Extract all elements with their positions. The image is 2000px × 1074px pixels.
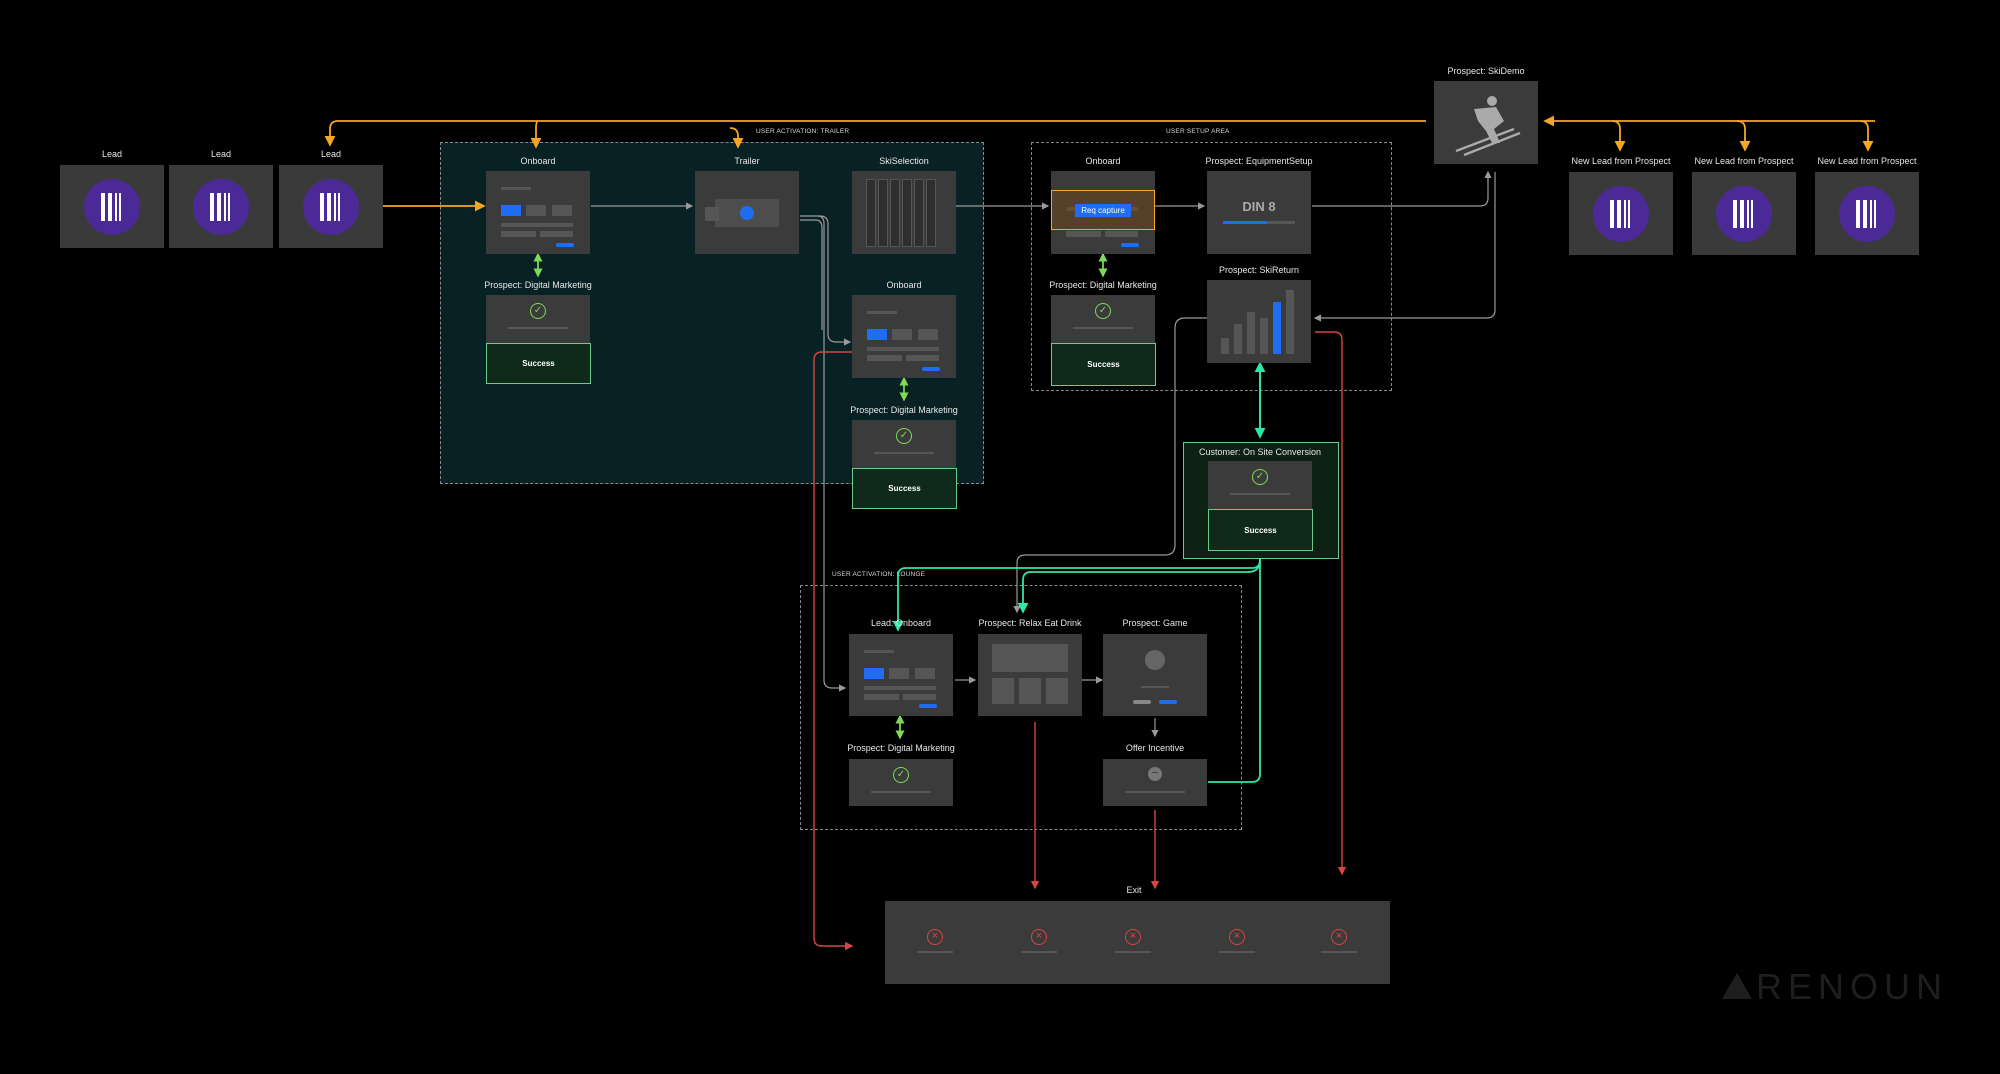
node-label-equipment: Prospect: EquipmentSetup	[1205, 156, 1313, 166]
node-equipment[interactable]: DIN 8	[1207, 171, 1311, 254]
node-label-offer: Offer Incentive	[1125, 743, 1185, 753]
lead-logo-icon	[193, 178, 249, 235]
new-lead-card-2[interactable]	[1692, 172, 1796, 255]
lead-label-3: Lead	[320, 149, 342, 159]
check-icon: ✓	[1095, 303, 1111, 319]
lead-logo-icon	[1839, 185, 1895, 242]
node-label-dm4: Prospect: Digital Marketing	[847, 743, 955, 753]
req-capture-overlay[interactable]: Req capture	[1051, 190, 1155, 230]
din-value: DIN 8	[1242, 199, 1276, 214]
group-label-setup: USER SETUP AREA	[1166, 128, 1230, 135]
node-label-onboard1: Onboard	[520, 156, 556, 166]
node-label-dm1: Prospect: Digital Marketing	[484, 280, 592, 290]
node-onboard2[interactable]	[852, 295, 956, 378]
wire-skidemo-top	[324, 120, 1426, 147]
lead-logo-icon	[303, 178, 359, 235]
wire-top-to-trailer	[729, 127, 744, 149]
success-box-3: Success	[1051, 343, 1156, 386]
check-icon: ✓	[530, 303, 546, 319]
exit-x-icon: ×	[1031, 929, 1047, 945]
node-game[interactable]	[1103, 634, 1207, 716]
node-trailer[interactable]	[695, 171, 799, 254]
success-box-4: Success	[1208, 509, 1313, 551]
play-icon	[740, 206, 754, 220]
lead-label-1: Lead	[101, 149, 123, 159]
node-onboard1[interactable]	[486, 171, 590, 254]
node-label-lead-onboard: Lead: Onboard	[870, 618, 932, 628]
skier-icon	[1455, 96, 1521, 157]
node-label-conversion: Customer: On Site Conversion	[1198, 447, 1322, 457]
new-lead-card-1[interactable]	[1569, 172, 1673, 255]
exit-x-icon: ×	[1229, 929, 1245, 945]
group-label-lounge: USER ACTIVATION: LOUNGE	[832, 571, 926, 578]
brand-watermark: RENOUN	[1722, 966, 1948, 1008]
node-label-onboard2: Onboard	[886, 280, 922, 290]
node-offer[interactable]: −	[1103, 759, 1207, 806]
node-label-skidemo: Prospect: SkiDemo	[1447, 66, 1525, 76]
node-label-game: Prospect: Game	[1122, 618, 1188, 628]
node-exit[interactable]: × × × × ×	[885, 901, 1390, 984]
node-dm2[interactable]: ✓	[852, 420, 956, 468]
group-user-activation-lounge	[800, 585, 1242, 830]
node-dm1[interactable]: ✓	[486, 295, 590, 343]
group-user-setup-area	[1031, 142, 1392, 391]
node-label-dm2: Prospect: Digital Marketing	[850, 405, 958, 415]
group-label-trailer: USER ACTIVATION: TRAILER	[756, 128, 850, 135]
new-lead-label-3: New Lead from Prospect	[1817, 156, 1917, 166]
exit-x-icon: ×	[1331, 929, 1347, 945]
node-relax[interactable]	[978, 634, 1082, 716]
success-box-1: Success	[486, 343, 591, 384]
node-skireturn[interactable]	[1207, 280, 1311, 363]
new-lead-label-2: New Lead from Prospect	[1694, 156, 1794, 166]
node-dm3[interactable]: ✓	[1051, 295, 1155, 343]
lead-logo-icon	[84, 178, 140, 235]
node-label-skireturn: Prospect: SkiReturn	[1218, 265, 1300, 275]
exit-x-icon: ×	[927, 929, 943, 945]
node-skiselection[interactable]	[852, 171, 956, 254]
new-lead-label-1: New Lead from Prospect	[1571, 156, 1671, 166]
node-label-exit: Exit	[1126, 885, 1142, 895]
lead-label-2: Lead	[210, 149, 232, 159]
exit-x-icon: ×	[1125, 929, 1141, 945]
lead-logo-icon	[1593, 185, 1649, 242]
node-label-onboard3: Onboard	[1085, 156, 1121, 166]
node-skidemo[interactable]	[1434, 81, 1538, 164]
node-conversion[interactable]: ✓	[1208, 461, 1312, 509]
lead-logo-icon	[1716, 185, 1772, 242]
check-icon: ✓	[1252, 469, 1268, 485]
check-icon: ✓	[896, 428, 912, 444]
node-lead-onboard[interactable]	[849, 634, 953, 716]
check-icon: ✓	[893, 767, 909, 783]
lead-card-3[interactable]	[279, 165, 383, 248]
node-label-trailer: Trailer	[734, 156, 760, 166]
brand-text: RENOUN	[1756, 966, 1949, 1007]
new-lead-card-3[interactable]	[1815, 172, 1919, 255]
brand-triangle-icon	[1722, 973, 1752, 999]
node-label-relax: Prospect: Relax Eat Drink	[978, 618, 1082, 628]
node-dm4[interactable]: ✓	[849, 759, 953, 806]
wire-top-to-onboard	[530, 120, 542, 149]
node-onboard3[interactable]: Req capture	[1051, 171, 1155, 254]
node-label-skiselection: SkiSelection	[879, 156, 929, 166]
minus-icon: −	[1148, 767, 1162, 781]
lead-card-2[interactable]	[169, 165, 273, 248]
node-label-dm3: Prospect: Digital Marketing	[1049, 280, 1157, 290]
success-box-2: Success	[852, 468, 957, 509]
lead-card-1[interactable]	[60, 165, 164, 248]
req-capture-label: Req capture	[1075, 203, 1131, 217]
